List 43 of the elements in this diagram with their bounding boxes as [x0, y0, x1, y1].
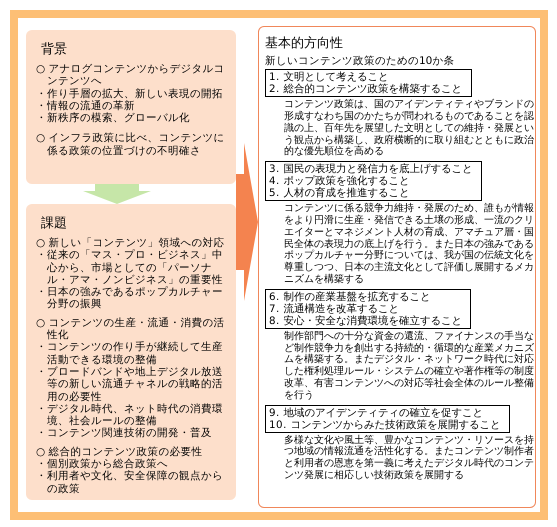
bullet-item: ○ アナログコンテンツからデジタルコンテンツへ — [36, 63, 226, 88]
bullet-item: ○ インフラ政策に比べ、コンテンツに係る政策の位置づけの不明確さ — [36, 132, 226, 158]
bullet-item: ・個別政策から総合政策へ — [36, 458, 169, 470]
list-item: 4. ポップ政策を強化すること — [269, 175, 411, 188]
list-item: 5. 人材の育成を推進すること — [269, 187, 411, 200]
panel — [26, 30, 236, 184]
list-item: 10. コンテンツからみた技術政策を展開すること — [269, 418, 501, 431]
list-box — [265, 404, 510, 433]
bullet-item: ・利用者や文化、安全保障の観点からの政策 — [36, 470, 224, 495]
paragraph: コンテンツに係る競争力維持・発展のため、誰もが情報をより円滑に生産・発信できる土壌の形成、一流のクリエイターとマネジメント人材の育成、アマチュア層・国民全体の表現力の底上げを行う。また日本の強みであるポップカルチャー分野については、我が国の伝統文化を尊重しつつ、日本の主流文化として評価し展開するメカニズムを構築する — [284, 203, 535, 286]
list-item: 2. 総合的コンテンツ政策を構築すること — [269, 83, 463, 96]
paragraph: 多様な文化や風土等、豊かなコンテンツ・リソースを持つ地域の情報流通を活性化する。またコンテンツ制作者と利用者の恩恵を第一義に考えたデジタル時代のコンテンツ発展に相応しい技術政策を展開する — [284, 434, 535, 482]
bullet-item: ・ブロードバンドや地上デジタル放送等の新しい流通チャネルの戦略的活用の必要性 — [36, 366, 224, 403]
list-item: 7. 流通構造を改革すること — [269, 302, 400, 315]
list-box — [265, 161, 482, 202]
panel — [26, 204, 236, 500]
list-box — [265, 288, 472, 329]
bullet-item: ・作り手層の拡大、新しい表現の開拓 — [36, 88, 224, 100]
bullet-item: ・新秩序の模索、グローバル化 — [36, 112, 191, 124]
list-item: 3. 国民の表現力と発信力を底上げすること — [269, 163, 473, 176]
bullet-item: ○ 新しい「コンテンツ」領域への対応 — [36, 237, 226, 249]
bullet-item: ○ コンテンツの生産・流通・消費の活性化 — [36, 316, 226, 342]
bullet-item: ○ 総合的コンテンツ政策の必要性 — [36, 446, 204, 458]
bullet-item: ・日本の強みであるポップカルチャー分野の振興 — [36, 286, 224, 311]
bullet-item: ・従来の「マス・プロ・ビジネス」中心から、市場としての「パーソナル・アマ・ノンビジネス」の重要性 — [36, 249, 224, 286]
list-item: 8. 安心・安全な消費環境を確立すること — [269, 314, 462, 327]
panel-heading: 基本的方向性 — [265, 36, 344, 52]
list-item: 1. 文明として考えること — [269, 71, 390, 84]
bullet-item: ・コンテンツ関連技術の開発・普及 — [36, 427, 213, 440]
panel-heading: 背景 — [41, 42, 68, 58]
arrow — [83, 184, 151, 204]
list-box — [265, 69, 472, 98]
paragraph: 制作部門への十分な資金の還流、ファイナンスの手当など制作競争力を創出する持続的・循環的な産業メカニズムを構築する。またデジタル・ネットワーク時代に対応した権利処理ルール・システムの確立や著作権等の制度改革、有害コンテンツへの対応等社会全体のルール整備を行う — [284, 330, 535, 402]
paragraph: コンテンツ政策は、国のアイデンティティやブランドの形成すなわち国のかたちが問われるものであることを認識の上、百年先を展望した文明としての維持・発展という観点から構築し、政府横断的に取り組むとともに政治的な優先順位を高める — [284, 99, 535, 158]
list-item: 9. 地域のアイデンティティの確立を促すこと — [269, 406, 484, 419]
bullet-item: ・情報の流通の革新 — [36, 100, 136, 112]
subtitle: 新しいコンテンツ政策のための10か条 — [265, 55, 456, 68]
bullet-item: ・デジタル時代、ネット時代の消費環境、社会ルールの整備 — [36, 402, 224, 428]
bullet-item: ・コンテンツの作り手が継続して生産活動できる環境の整備 — [36, 341, 224, 366]
panel — [258, 26, 536, 508]
arrow — [236, 143, 258, 301]
panel-heading: 課題 — [41, 216, 68, 232]
list-item: 6. 制作の産業基盤を拡充すること — [269, 290, 432, 303]
